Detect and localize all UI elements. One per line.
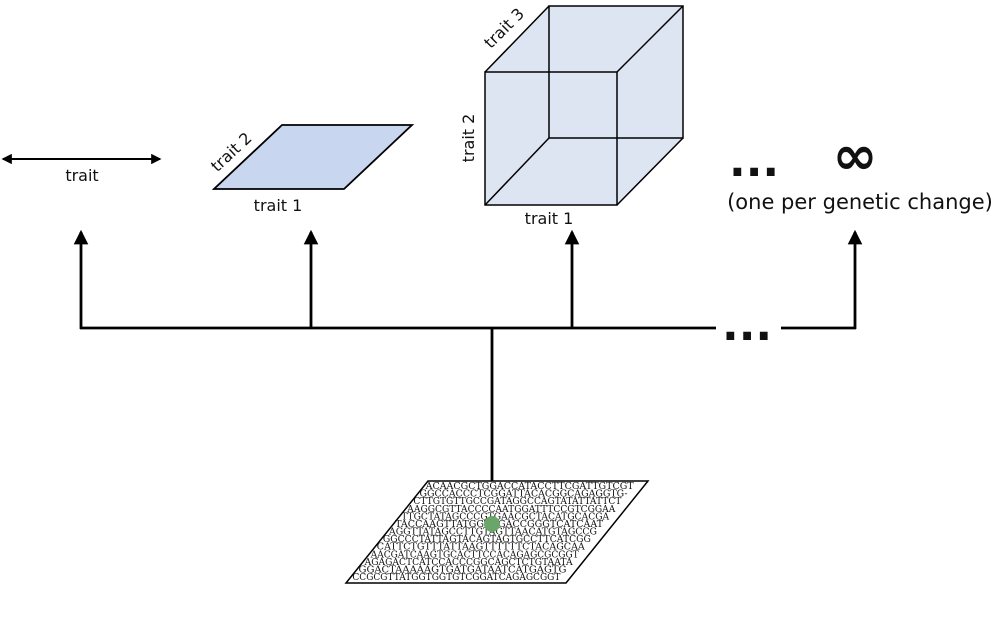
mutation-point xyxy=(484,516,500,532)
infinity-caption: (one per genetic change) xyxy=(727,190,993,214)
mapping-tree xyxy=(73,229,863,522)
genome-sequence-line: ACAACGCTGGACCATACCTTCGATTGTCGT xyxy=(425,481,635,492)
trait-space-2d: trait 1 trait 2 xyxy=(207,124,415,215)
ellipsis-dimensions: ... xyxy=(729,136,779,187)
genome-sequence-line: AGGTTATAGCCTTGTAGTTAACATGTAGCCG xyxy=(388,527,597,538)
trait-1-label-3d: trait 1 xyxy=(525,209,574,228)
genome-sequence-line: AACGATCAAGTGCACTTCCACAGAGCGCGGT xyxy=(370,549,580,560)
genome-sheet: ACAACGCTGGACCATACCTTCGATTGTCGTGGCCACCCTC… xyxy=(344,480,650,584)
trait-2-label-3d: trait 2 xyxy=(459,114,478,163)
trait-label: trait xyxy=(65,166,98,185)
genome-sheet-border xyxy=(344,480,650,584)
genome-sequence-line: GGACTAAAAAGTGATGATAATCATGAGTG xyxy=(359,564,567,575)
cube-edges xyxy=(484,5,684,206)
trait-space-1d: trait xyxy=(1,153,162,185)
trait-space-infinite: ... ∞ (one per genetic change) xyxy=(727,124,993,214)
genome-sequence-line: TTGCTATAGCCCGTGAACGCTACATGCACGA xyxy=(401,511,609,522)
trait-1-label-2d: trait 1 xyxy=(254,196,303,215)
genome-sequence-lines: ACAACGCTGGACCATACCTTCGATTGTCGTGGCCACCCTC… xyxy=(352,481,634,583)
trait-plane-2d xyxy=(211,124,415,190)
trait-space-3d: trait 1 trait 2 trait 3 xyxy=(459,4,684,228)
genome-sequence-line: AAGGCGTTACCCCAATGGATTTCCGTCGGAA xyxy=(406,504,615,515)
genome-sequence-line: GGCCCTATTAGTACAGTAGTGCCTTCATCGG xyxy=(383,534,591,545)
genome-sequence-line: AGAGACTCATCCACCCGGCAGCTCTGTAATA xyxy=(364,557,573,568)
tree-ellipsis: ... xyxy=(722,300,772,351)
genome-sequence-line: CATTCTGTTTATTAAGTTTTTTCTACAGCAA xyxy=(377,542,585,553)
genome-sequence-line: GGCCACCCTCGGATTACACGGCAGAGGTG- xyxy=(420,489,628,500)
genome-sequence-line: CTTGTGTTGCCGATAGGCCAGTATATTATTCT xyxy=(413,496,622,507)
genome-sequence-line: CCGCGTTATGGTGGTGTCGGATCAGAGCGGT xyxy=(352,572,561,583)
infinity-symbol: ∞ xyxy=(833,124,878,187)
